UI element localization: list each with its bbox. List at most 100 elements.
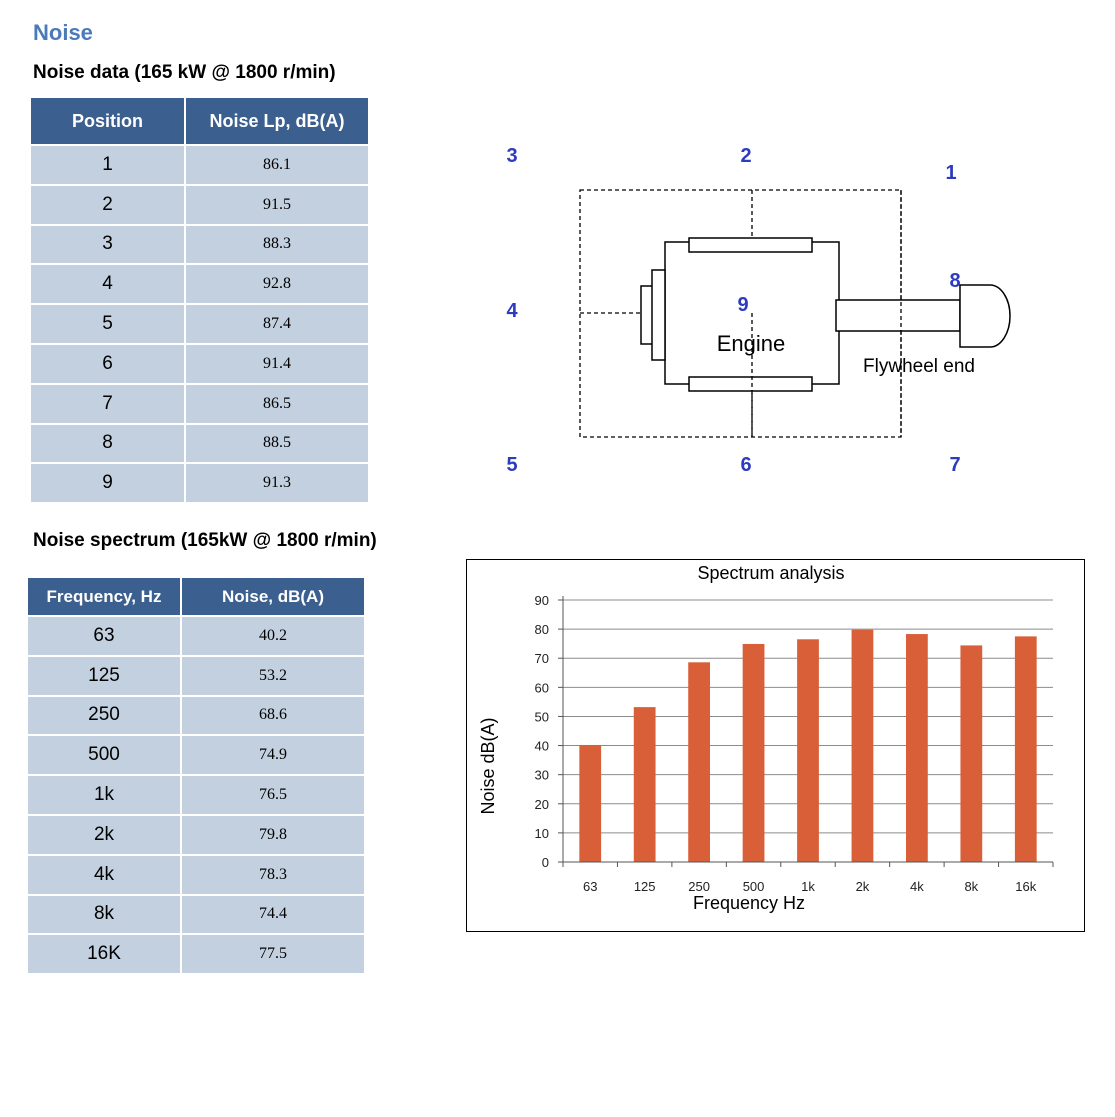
x-tick-label: 16k: [1015, 879, 1036, 894]
engine-front-plate-outer: [640, 285, 654, 345]
spectrum-table-cell: 2k: [28, 815, 182, 856]
spectrum-table-cell: 63: [28, 617, 182, 657]
bar-2k: [851, 629, 874, 862]
y-tick-label: 90: [535, 593, 549, 608]
chart-title: Spectrum analysis: [697, 563, 844, 583]
spectrum-table-cell: 500: [28, 736, 182, 777]
spectrum-table-cell: 77.5: [182, 935, 366, 976]
position-label-5: 5: [506, 454, 517, 476]
noise-table-cell: 6: [31, 344, 186, 385]
spectrum-table-cell: 78.3: [182, 855, 366, 896]
noise-table-cell: 86.1: [186, 146, 370, 186]
y-tick-label: 0: [542, 855, 549, 870]
flywheel-end-label: Flywheel end: [863, 356, 975, 377]
position-label-3: 3: [506, 145, 517, 167]
position-label-8: 8: [949, 270, 960, 292]
noise-table-cell: 3: [31, 225, 186, 266]
spectrum-table-cell: 16K: [28, 935, 182, 976]
noise-table-header-cell: Position: [31, 98, 186, 146]
engine-position-diagram: Engine Flywheel end 3 2 1 8 4 9 5 6 7: [506, 145, 1011, 476]
noise-table-cell: 88.5: [186, 424, 370, 465]
spectrum-table-header-cell: Frequency, Hz: [28, 578, 182, 617]
bar-16k: [1014, 636, 1037, 862]
y-tick-label: 30: [535, 768, 549, 783]
spectrum-table-cell: 74.4: [182, 895, 366, 936]
noise-table-cell: 4: [31, 265, 186, 306]
y-tick-label: 70: [535, 651, 549, 666]
x-tick-label: 4k: [910, 879, 924, 894]
y-tick-label: 20: [535, 797, 549, 812]
engine-top-bar: [688, 237, 813, 253]
noise-table-cell: 7: [31, 384, 186, 425]
engine-label: Engine: [717, 331, 786, 356]
spectrum-table-cell: 40.2: [182, 617, 366, 657]
bar-4k: [906, 634, 928, 862]
noise-table-cell: 2: [31, 185, 186, 226]
spectrum-table-cell: 8k: [28, 895, 182, 936]
noise-table-cell: 91.4: [186, 344, 370, 385]
position-label-6: 6: [740, 454, 751, 476]
flywheel: [959, 284, 1011, 348]
bar-8k: [960, 645, 983, 862]
spectrum-table-cell: 1k: [28, 776, 182, 816]
y-tick-label: 80: [535, 622, 549, 637]
bar-125: [633, 707, 656, 862]
spectrum-table-cell: 53.2: [182, 656, 366, 697]
x-tick-label: 63: [583, 879, 597, 894]
section-title: Noise: [33, 20, 93, 45]
noise-table-cell: 9: [31, 464, 186, 505]
noise-table-header-cell: Noise Lp, dB(A): [186, 98, 370, 146]
spectrum-chart: Spectrum analysis Noise dB(A) Frequency …: [478, 563, 1054, 913]
noise-table-cell: 91.5: [186, 185, 370, 226]
x-tick-label: 500: [743, 879, 765, 894]
position-label-7: 7: [949, 454, 960, 476]
flywheel-shaft: [835, 299, 961, 332]
x-tick-label: 8k: [964, 879, 978, 894]
noise-table-cell: 91.3: [186, 464, 370, 505]
y-tick-label: 50: [535, 709, 549, 724]
x-tick-label: 1k: [801, 879, 815, 894]
y-tick-label: 10: [535, 826, 549, 841]
noise-table-cell: 88.3: [186, 225, 370, 266]
bar-63: [579, 744, 602, 862]
spectrum-table-cell: 68.6: [182, 696, 366, 737]
y-tick-label: 40: [535, 739, 549, 754]
noise-table-cell: 92.8: [186, 265, 370, 306]
position-label-2: 2: [740, 145, 751, 167]
spectrum-chart-frame: Spectrum analysis Noise dB(A) Frequency …: [466, 559, 1085, 932]
spectrum-title: Noise spectrum (165kW @ 1800 r/min): [33, 530, 377, 551]
spectrum-table-cell: 76.5: [182, 776, 366, 816]
y-tick-label: 60: [535, 680, 549, 695]
noise-table-cell: 1: [31, 146, 186, 186]
x-tick-label: 250: [688, 879, 710, 894]
noise-data-title: Noise data (165 kW @ 1800 r/min): [33, 62, 336, 83]
noise-table-cell: 5: [31, 305, 186, 345]
spectrum-table-header-cell: Noise, dB(A): [182, 578, 366, 617]
position-label-4: 4: [506, 300, 518, 322]
spectrum-table-cell: 125: [28, 656, 182, 697]
spectrum-table-cell: 250: [28, 696, 182, 737]
position-label-9: 9: [737, 294, 748, 316]
x-tick-label: 125: [634, 879, 656, 894]
x-tick-label: 2k: [856, 879, 870, 894]
chart-ylabel: Noise dB(A): [478, 717, 498, 814]
bar-250: [688, 662, 710, 862]
